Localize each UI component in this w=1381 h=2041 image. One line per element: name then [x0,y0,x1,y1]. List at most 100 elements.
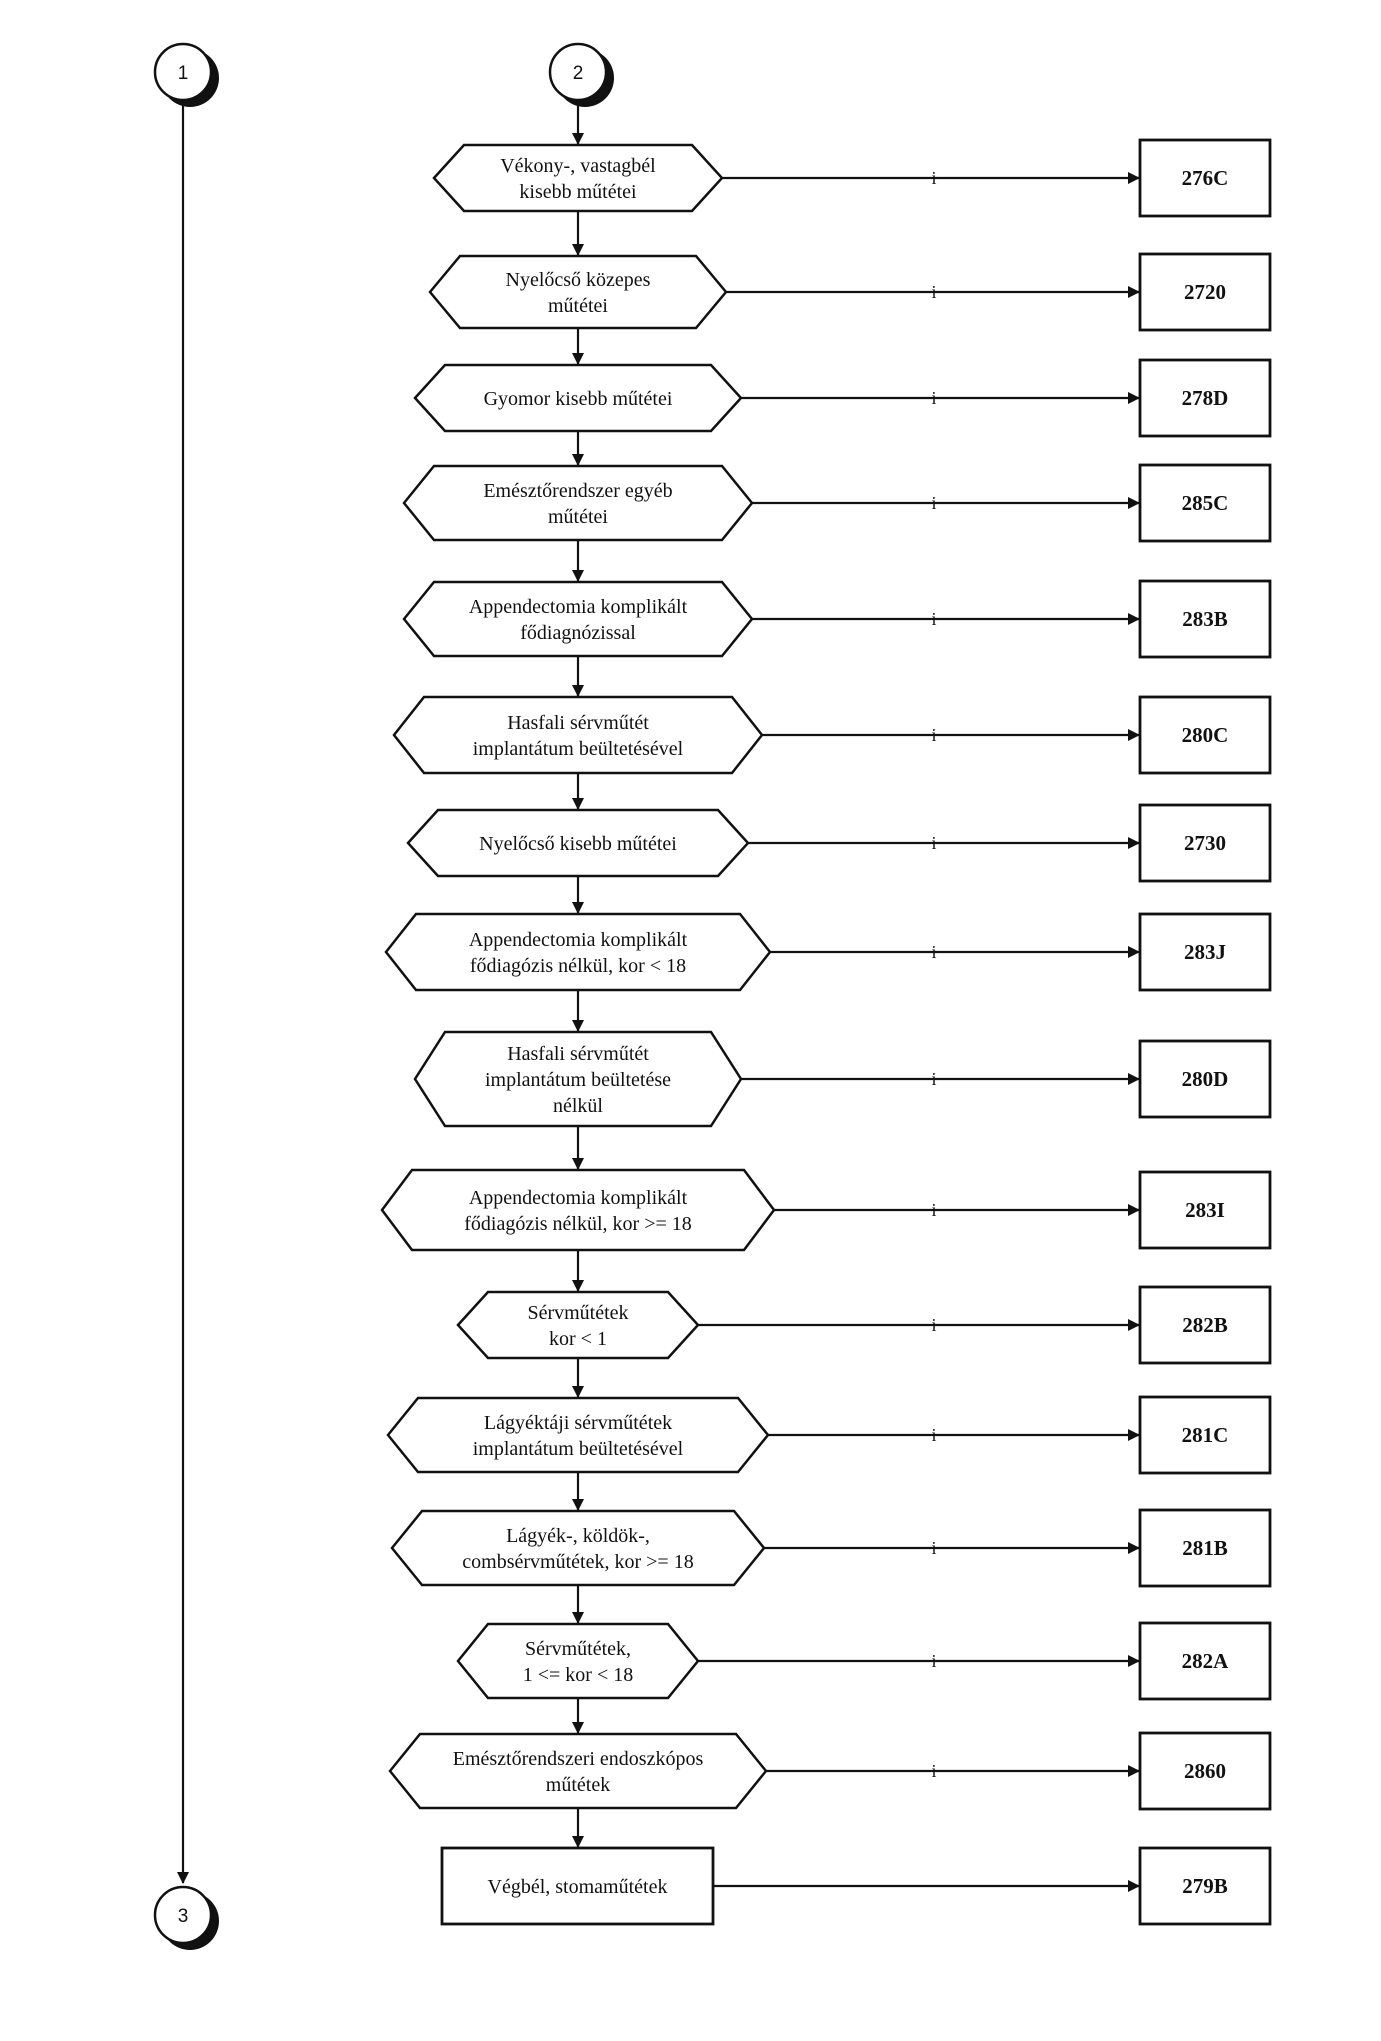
decision-label: Nyelőcső kisebb műtétei [479,833,677,855]
decision-label: kisebb műtétei [519,181,637,203]
branch-label: i [931,1200,936,1220]
decision-label: fődiagnózissal [520,622,636,644]
result-box [1138,579,1272,659]
result-code: 285C [1182,491,1229,515]
result-code: 280C [1182,723,1229,747]
result-code: 283B [1182,607,1228,631]
decision-node [392,695,764,775]
decision-node [380,1168,776,1252]
decision-node [390,1509,766,1587]
decision-node [413,363,743,433]
branch-label: i [931,1069,936,1089]
branch-label: i [931,493,936,513]
decision-label: Gyomor kisebb műtétei [484,388,673,410]
decision-label: nélkül [553,1095,603,1117]
decision-label: Sérvműtétek [527,1302,628,1324]
decision-label: Emésztőrendszeri endoszkópos [453,1748,704,1770]
result-code: 279B [1182,1874,1228,1898]
decision-node [402,464,754,542]
result-box [1138,463,1272,543]
decision-label: implantátum beültetésével [473,1438,684,1460]
decision-label: fődiagózis nélkül, kor < 18 [470,955,686,977]
result-box [1138,1039,1272,1119]
connector-1 [153,42,213,102]
decision-node [456,1290,700,1360]
terminal-label: Végbél, stomaműtétek [488,1876,668,1898]
result-code: 280D [1182,1067,1229,1091]
decision-label: Emésztőrendszer egyéb [483,480,672,502]
decision-node [456,1622,700,1700]
result-code: 283I [1185,1198,1225,1222]
decision-label: Appendectomia komplikált [469,596,688,618]
branch-label: i [931,1315,936,1335]
decision-label: Appendectomia komplikált [469,929,688,951]
result-box [1138,358,1272,438]
result-code: 283J [1184,940,1226,964]
terminal-process-box [440,1846,715,1926]
result-code: 276C [1182,166,1229,190]
result-box [1138,1170,1272,1250]
connector-3 [153,1885,213,1945]
decision-label: Nyelőcső közepes [506,269,651,291]
result-box [1138,1285,1272,1365]
decision-label: Appendectomia komplikált [469,1187,688,1209]
decision-label: kor < 1 [549,1328,607,1350]
decision-label: combsérvműtétek, kor >= 18 [462,1551,693,1573]
branch-label: i [931,1538,936,1558]
branch-label: i [931,1425,936,1445]
decision-label: Lágyéktáji sérvműtétek [484,1412,672,1434]
result-box [1138,912,1272,992]
result-box [1138,803,1272,883]
decision-node [406,808,750,878]
branch-label: i [931,942,936,962]
branch-label: i [931,833,936,853]
decision-node [388,1732,768,1810]
decision-label: implantátum beültetése [485,1069,671,1091]
connector-1-label: 1 [178,63,189,84]
decision-label: Vékony-, vastagbél [500,155,656,177]
result-box [1138,1508,1272,1588]
result-code: 2860 [1184,1759,1226,1783]
decision-label: fődiagózis nélkül, kor >= 18 [464,1213,692,1235]
decision-label: műtétek [546,1774,610,1796]
branch-label: i [931,1651,936,1671]
result-box [1138,1395,1272,1475]
result-code: 282A [1182,1649,1230,1673]
decision-label: Hasfali sérvműtét [507,1043,649,1065]
decision-label: műtétei [548,506,608,528]
result-code: 281C [1182,1423,1229,1447]
decision-node [428,254,728,330]
result-box [1138,1621,1272,1701]
result-code: 281B [1182,1536,1228,1560]
result-code: 2730 [1184,831,1226,855]
connector-2-label: 2 [573,63,584,84]
decision-node [432,143,724,213]
connector-3-label: 3 [178,1906,189,1927]
branch-label: i [931,388,936,408]
decision-node [384,912,772,992]
decision-label: műtétei [548,295,608,317]
decision-label: Sérvműtétek, [525,1638,631,1660]
result-box [1138,138,1272,218]
decision-label: implantátum beültetésével [473,738,684,760]
result-box [1138,1731,1272,1811]
result-box [1138,1846,1272,1926]
branch-label: i [931,282,936,302]
result-code: 2720 [1184,280,1226,304]
branch-label: i [931,168,936,188]
decision-node [386,1396,770,1474]
result-box [1138,252,1272,332]
decision-label: Hasfali sérvműtét [507,712,649,734]
connector-2 [548,42,608,102]
decision-node [413,1030,743,1128]
decision-node [402,580,754,658]
result-code: 278D [1182,386,1229,410]
branch-label: i [931,1761,936,1781]
result-box [1138,695,1272,775]
decision-label: Lágyék-, köldök-, [506,1525,650,1547]
branch-label: i [931,609,936,629]
decision-label: 1 <= kor < 18 [523,1664,634,1686]
result-code: 282B [1182,1313,1228,1337]
branch-label: i [931,725,936,745]
